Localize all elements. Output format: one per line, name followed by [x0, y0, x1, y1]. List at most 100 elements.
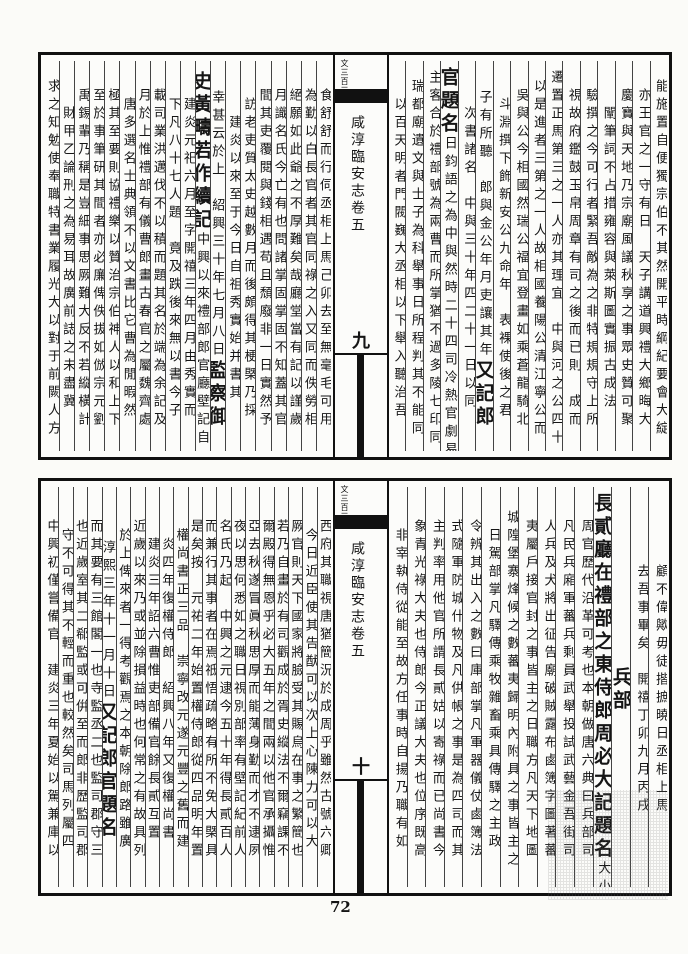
column-text: 為勤以白長官者其官同祿之入又同而佚勞相: [301, 88, 316, 430]
text-column: 於上俾來者一得考觀焉之本朝除郎路雖廣: [115, 487, 131, 887]
text-column: 淳熙三年十一月十日又記郎官題名: [101, 487, 116, 887]
text-column: 斗淵撰下飾新安公九命年 表裸使後之君: [492, 61, 511, 451]
column-text: 近歲以來乃或並除損益時也何常之有故具列: [130, 519, 145, 861]
column-text: 也近歲室其二郗監或可倂至而郎非歷監司郡: [73, 519, 88, 861]
column-text: 城隍堡寨烽候之數蕃夷歸明內附具之事皆主之: [504, 510, 519, 870]
text-column: 為勤以白長官者其官同祿之入又同而佚勞相: [300, 61, 316, 451]
text-column: 視故府鑑鼓玉帛周章有司之後而已則 成而: [562, 61, 580, 451]
text-column: 是矣按 元祐二年始置權侍郎從四品明年置: [187, 487, 202, 887]
column-text: 中興初僅嘗備官 建炎三年夏始以駕兼庫以: [45, 519, 59, 861]
column-text: 日鈞語之為中與然時二十四司冷熱官劇易員不得: [441, 136, 457, 451]
text-column: 亦王官之一守有日 天子講道興禮大鄉晦大: [632, 61, 650, 451]
section-heading: 又記郎官題名: [101, 702, 116, 840]
text-column: 驗撰之今可行者緊吾敵為之非特規規守上所: [579, 61, 598, 451]
text-column: 至於事筆研其間者亦必廉俾佚拔如倣宗元劉: [89, 61, 104, 451]
column-text: 夷屬戶接官封之事皆主之日職方凡天下地圖: [522, 519, 537, 861]
text-column: 凡民兵廂軍蕃兵剩員武舉投試武藝金吾街司: [555, 487, 574, 887]
column-text: 絕願如此爺之不厚難矣哉廳堂當有記以謹歲: [286, 88, 301, 430]
text-column: 能施置自便獨宗伯不其然開平時綱紀要會大綻: [649, 61, 667, 451]
column-text: 以百天明者門閥巍大丞相以下舉入聽治吾: [391, 97, 406, 421]
text-column: 遷置正馬第三之一人亦其理宜 中與河之公四十: [544, 61, 562, 451]
column-text: 財甲乙論刑之為易耳故廣前誌之未盡冀: [60, 106, 75, 412]
column-text: 爾殿得無恩乎必大五年之間兩以他官承攝惟: [259, 519, 274, 861]
text-column: 求之知勉使奉職特書業履光大以對于前闕人方: [45, 61, 59, 451]
text-column: 吳與公今相國然瑞公福宜登畫如乘蒼龍騎北: [510, 61, 528, 451]
column-text: 守不可得其不輕而重也較然矣司馬列屬四: [58, 528, 73, 852]
text-column: 子有所聽 郎與金公年月吏讓其年又記郎: [475, 61, 493, 451]
text-column: 爾殿得無恩乎必大五年之間兩以他官承攝惟: [259, 487, 274, 887]
column-text: 建炎以來至于今日自祖秀實始并書其: [226, 115, 241, 403]
column-text: 西府其職視唐猶簡況於成周乎雖然古號六卿: [317, 519, 331, 861]
lower-left-text-block: 西府其職視唐猶簡況於成周乎雖然古號六卿今日近臣使其告猷可以次上心陳力可以大厥官則…: [45, 487, 331, 887]
column-text: 今日近臣使其告猷可以次上心陳力可以大: [302, 528, 317, 852]
column-text: 於上俾來者一得考觀焉之本朝除郎路雖廣: [116, 528, 131, 852]
section-heading: 監察御: [210, 359, 226, 429]
column-text: 斗淵撰下飾新安公九命年 表裸使後之君: [496, 97, 511, 421]
text-column: 夷屬戶接官封之事皆主之日職方凡天下地圖: [518, 487, 537, 887]
column-text: 而兼行其事者在焉祗悟疏略有所不免大槩具: [202, 519, 217, 861]
text-column: 去吾事畢矣 開禧丁卯九月丙戌: [629, 487, 649, 887]
fishtail-band: [335, 89, 387, 103]
column-text: 中興以來禮部郎官廳壁記自: [195, 231, 210, 448]
upper-center-margin: 文三百三 咸淳臨安志卷五 九: [333, 55, 389, 457]
column-text: 間其吏覆閱與錢相遇苟且頹廢非一日實然予: [256, 88, 271, 430]
text-column: 以百天明者門閥巍大丞相以下舉入聽治吾: [389, 61, 405, 451]
column-text: 以是進者三第之一人故相國養陽公清江寧公而: [530, 79, 545, 439]
upper-right-text-block: 能施置自便獨宗伯不其然開平時綱紀要會大綻亦王官之一守有日 天子講道興禮大鄉晦大慶…: [389, 61, 667, 451]
text-column: 闡筆詞不占措雍容與萊斯圖實振古成法: [597, 61, 615, 451]
text-column: 建炎元祀六月至字開禧三年四月由秀實而: [179, 61, 196, 451]
text-column: 名氏乃起 中興之元逮今五十年得長貳百人: [216, 487, 231, 887]
text-column: 中興初僅嘗備官 建炎三年夏始以駕兼庫以: [45, 487, 58, 887]
column-text: 式隨軍防城什物及凡供帳之事是為四司而其: [448, 519, 463, 861]
text-column: 近歲以來乃或並除損益時也何常之有故具列: [130, 487, 145, 887]
column-text: 慶寶與天地乃宗廟風議秋享之事眾史贊可聚: [618, 88, 633, 430]
text-column: 建炎以來至于今日自祖秀實始并書其: [225, 61, 240, 451]
text-column: 財甲乙論刑之為易耳故廣前誌之未盡冀: [59, 61, 74, 451]
text-column: 象青光祿大夫也侍郎今正議大夫也位序既高: [406, 487, 425, 887]
column-text: 訪老吏質太史越數月而後頗得其梗槩乃採: [241, 97, 256, 421]
column-text: 建炎元祀六月至字開禧三年四月由秀實而: [181, 97, 196, 421]
column-text: 至於事筆研其間者亦必廉俾佚拔如倣宗元劉: [90, 88, 105, 430]
column-text: 夜以思何悉如之職日視別部率有壁記紀前人: [230, 519, 245, 861]
column-text: 顧不偉歟毋徒揩摭曉日丞相上馬: [653, 564, 667, 816]
column-text: 名氏乃起 中興之元逮今五十年得長貳百人: [216, 519, 231, 861]
text-column: 夜以思何悉如之職日視別部率有壁記紀前人: [230, 487, 245, 887]
column-text: 主判率用他官所謂長貳姑以寄祿而已尚書今: [429, 519, 444, 861]
text-column: 間其吏覆閱與錢相遇苟且頹廢非一日實然予: [255, 61, 271, 451]
column-text: 若乃自畫於有司觀成於胥史縱法不爾竊課不: [273, 519, 288, 861]
text-column: 幸甚云於上 紹興三十年七月八日監察御: [210, 61, 225, 451]
text-column: 非宰執侍從能至故方任事時自揚乃職有如: [389, 487, 407, 887]
column-text: 令辨其出入之數曰庫部掌凡軍器儀仗鹵簿法: [467, 519, 482, 861]
column-text: 去吾事畢矣 開禧丁卯九月丙戌: [634, 564, 649, 816]
text-column: 禹錫輩乃稱是豈細事思厥難大反不若縱橫計: [74, 61, 89, 451]
column-text: 載司業洪邁伐不以積而題其名於端為余記及: [150, 88, 165, 430]
text-column: 載司業洪邁伐不以積而題其名於端為余記及: [149, 61, 165, 451]
column-text: 而其要有三館閣一也寺監丞二也監司郡守三: [87, 519, 102, 861]
text-column: 令辨其出入之數曰庫部掌凡軍器儀仗鹵簿法: [462, 487, 481, 887]
text-column: 炎四年復權侍郎 紹興八年又復權尚書: [158, 487, 174, 887]
column-text: 子有所聽 郎與金公年月吏讓其年: [476, 89, 492, 360]
column-text: 亞去秋遂冒眞秋思厚而能薄身勤而才不逮夙: [245, 519, 260, 861]
column-text: 凡民兵廂軍蕃兵剩員武舉投試武藝金吾街司: [560, 519, 575, 861]
text-column: 城隍堡寨烽候之數蕃夷歸明內附具之事皆主之: [499, 487, 519, 887]
column-text: 炎四年復權侍郎 紹興八年又復權尚書: [159, 537, 174, 843]
text-column: 守不可得其不輕而重也較然矣司馬列屬四: [58, 487, 73, 887]
column-text: 亦王官之一守有日 天子講道興禮大鄉晦大: [635, 88, 650, 430]
page-number: 72: [330, 898, 351, 916]
column-text: 下凡八十七人題 竟及跌後來無以書今子: [165, 97, 180, 421]
text-column: 唐多選名士典領不以文書比它曹為閒暇然: [119, 61, 135, 451]
text-column: 慶寶與天地乃宗廟風議秋享之事眾史贊可聚: [614, 61, 633, 451]
column-text: 淳熙三年十一月十日: [101, 540, 115, 702]
text-column: 主判率用他官所謂長貳姑以寄祿而已尚書今: [425, 487, 444, 887]
leaf-number: 十: [335, 753, 387, 781]
text-column: 月識名氏今亡有也問諸掌固掌固不知蓋其官: [270, 61, 286, 451]
text-column: 式隨軍防城什物及凡供帳之事是為四司而其: [443, 487, 463, 887]
text-column: 顧不偉歟毋徒揩摭曉日丞相上馬: [648, 487, 667, 887]
column-text: 建炎三年詔六曹惟吏部備官餘長貳互置: [144, 537, 159, 843]
text-column: 極其至要則協禮樂以贊治宗伯神人以和上下: [104, 61, 119, 451]
section-heading: 兵部: [611, 667, 630, 713]
text-column: 權尚書正三品 崇寧改元遂元豐之舊而建: [173, 487, 188, 887]
text-column: 若乃自畫於有司觀成於胥史縱法不爾竊課不: [273, 487, 288, 887]
column-text: 次書諸名 中與三十年四二十一日以同: [461, 106, 476, 412]
column-text: 驗撰之今可行者緊吾敵為之非特規規守上所: [583, 88, 598, 430]
